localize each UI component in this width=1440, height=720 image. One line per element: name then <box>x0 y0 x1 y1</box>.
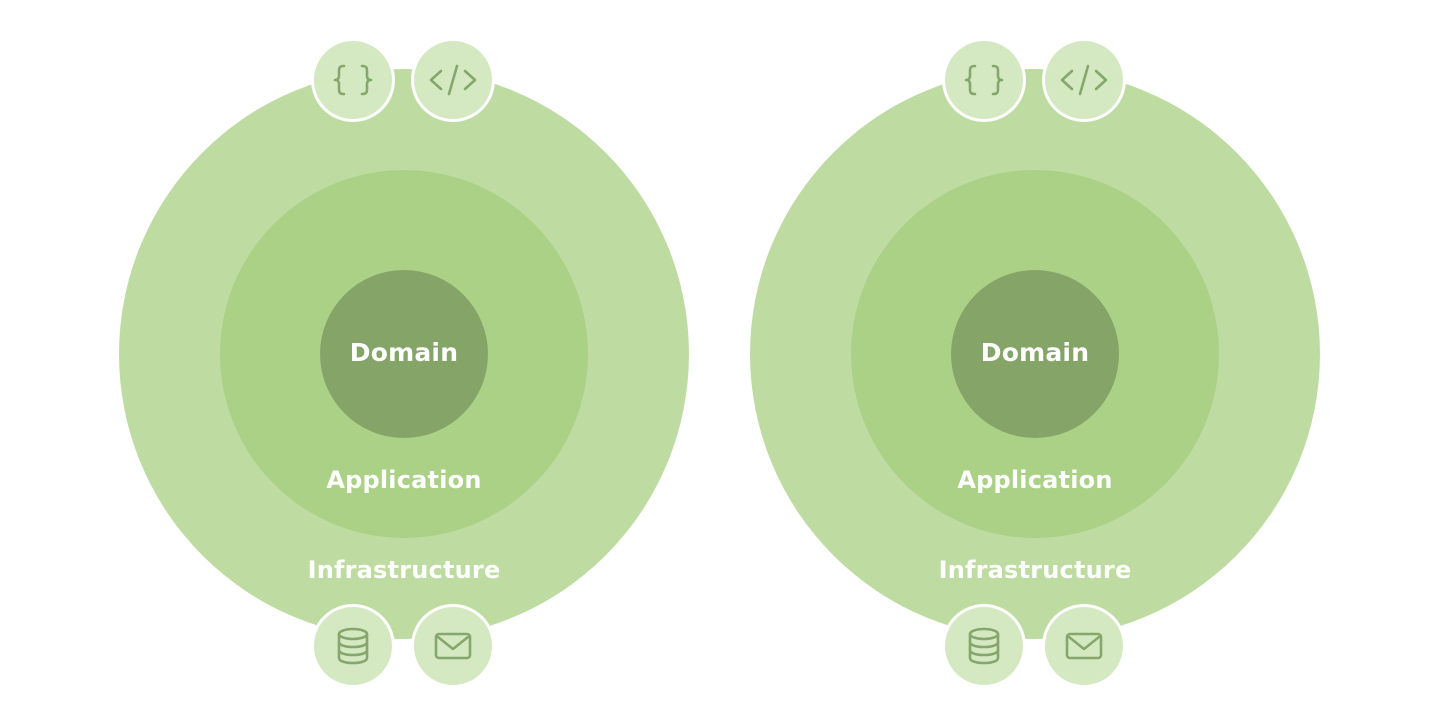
infrastructure-label: Infrastructure <box>307 556 501 584</box>
application-label: Application <box>957 466 1113 494</box>
curly-braces-badge <box>311 38 395 122</box>
domain-layer <box>320 270 488 438</box>
curly-braces-icon <box>333 64 373 96</box>
curly-braces-badge <box>942 38 1026 122</box>
database-icon <box>337 627 369 665</box>
onion-architecture-diagram: Domain Application Infrastructure <box>119 38 689 688</box>
mail-icon <box>434 632 472 660</box>
database-badge <box>311 604 395 688</box>
mail-badge <box>411 604 495 688</box>
code-tag-icon <box>1060 64 1108 96</box>
domain-label: Domain <box>980 338 1090 367</box>
mail-badge <box>1042 604 1126 688</box>
onion-architecture-diagram: Domain Application Infrastructure <box>631 0 1351 720</box>
infrastructure-label: Infrastructure <box>938 556 1132 584</box>
database-badge <box>942 604 1026 688</box>
curly-braces-icon <box>964 64 1004 96</box>
code-tag-badge <box>1042 38 1126 122</box>
domain-layer <box>951 270 1119 438</box>
database-icon <box>968 627 1000 665</box>
domain-label: Domain <box>349 338 459 367</box>
code-tag-badge <box>411 38 495 122</box>
application-label: Application <box>326 466 482 494</box>
code-tag-icon <box>429 64 477 96</box>
mail-icon <box>1065 632 1103 660</box>
